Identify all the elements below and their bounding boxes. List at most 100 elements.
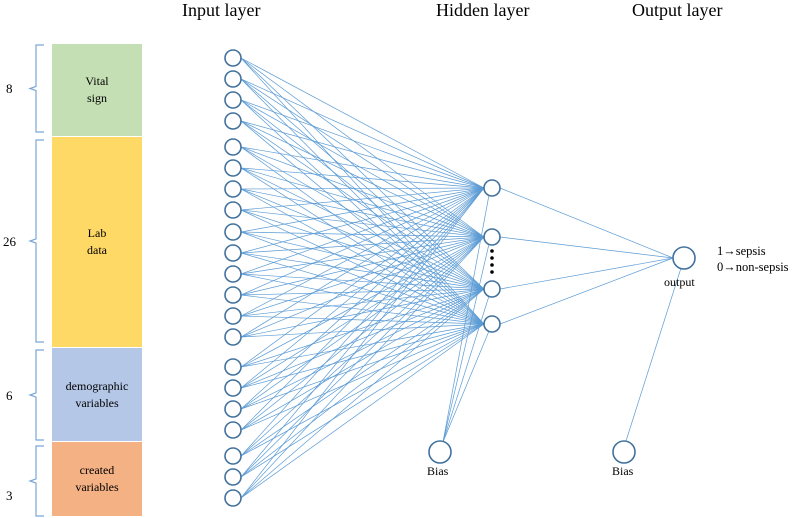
edge-input-hidden <box>240 99 485 189</box>
edge-input-hidden <box>240 187 485 317</box>
edge-input-hidden <box>240 236 485 275</box>
edge-bias-hidden <box>442 330 490 443</box>
input-node <box>224 421 242 439</box>
edge-input-hidden <box>240 288 485 431</box>
edge-input-hidden <box>240 187 485 233</box>
edge-input-hidden <box>240 120 485 325</box>
group-count-demographic: 6 <box>6 388 13 403</box>
edge-input-hidden <box>240 209 485 325</box>
group-box-demographic: demographic variables <box>52 348 142 441</box>
edge-input-hidden <box>240 188 485 290</box>
edge-input-hidden <box>240 288 485 368</box>
edge-input-hidden <box>240 288 485 338</box>
edge-input-hidden <box>240 78 485 290</box>
input-node <box>224 112 242 130</box>
edge-bias-hidden <box>442 194 490 443</box>
input-node <box>224 468 242 486</box>
edge-bias-hidden <box>442 243 490 443</box>
group-label-line2: variables <box>75 395 119 410</box>
group-label-line1: demographic <box>65 378 129 393</box>
hidden-bias-label: Bias <box>427 464 449 478</box>
edge-input-hidden <box>240 187 485 296</box>
group-label-line2: sign <box>86 91 107 105</box>
edge-input-hidden <box>240 288 485 478</box>
edge-input-hidden <box>240 188 485 325</box>
edge-input-hidden <box>240 323 485 368</box>
edge-input-hidden <box>240 187 485 499</box>
edge-input-hidden <box>240 236 485 457</box>
edge-input-hidden <box>240 323 485 410</box>
edge-input-hidden <box>240 187 485 190</box>
edge-input-hidden <box>240 236 485 431</box>
edge-input-hidden <box>240 236 485 499</box>
edge-input-hidden <box>240 273 485 290</box>
edge-input-hidden <box>240 323 485 478</box>
edge-input-hidden <box>240 236 485 389</box>
edge-input-hidden <box>240 146 485 325</box>
group-bracket <box>28 139 44 343</box>
hidden-node <box>483 315 501 333</box>
edge-input-hidden <box>240 99 485 238</box>
ellipsis-dot <box>490 249 494 253</box>
edge-input-hidden <box>240 120 485 189</box>
network-nodes <box>224 49 696 507</box>
group-label-line2: data <box>87 243 107 257</box>
edge-input-hidden <box>240 57 485 238</box>
group-label-line1: created <box>79 463 115 477</box>
edge-bias-hidden <box>442 295 490 443</box>
hidden-ellipsis <box>490 249 494 274</box>
hidden-node <box>483 228 501 246</box>
edge-hidden-output <box>499 187 674 259</box>
input-node <box>224 159 242 177</box>
edge-input-hidden <box>240 288 485 389</box>
edge-input-hidden <box>240 288 485 499</box>
edge-input-hidden <box>240 236 485 338</box>
connection-edges <box>240 57 682 499</box>
edge-input-hidden <box>240 288 485 457</box>
edge-input-hidden <box>240 99 485 290</box>
edge-input-hidden <box>240 323 485 389</box>
group-label-line1: Lab <box>87 226 107 240</box>
input-node <box>224 180 242 198</box>
output-bias-node <box>612 440 636 464</box>
edge-hidden-output <box>499 257 674 325</box>
input-node <box>224 328 242 346</box>
output-node <box>672 246 696 270</box>
group-label-line2: variables <box>75 480 119 494</box>
input-node <box>224 286 242 304</box>
input-node <box>224 70 242 88</box>
edge-input-hidden <box>240 78 485 189</box>
edge-hidden-output <box>499 257 674 290</box>
input-node <box>224 201 242 219</box>
hidden-layer-title: Hidden layer <box>436 0 530 20</box>
edge-input-hidden <box>240 187 485 389</box>
edge-input-hidden <box>240 209 485 290</box>
edge-input-hidden <box>240 167 485 189</box>
output-class-non-sepsis: 0→non-sepsis <box>717 260 789 274</box>
edge-input-hidden <box>240 146 485 189</box>
ellipsis-dot <box>490 256 494 260</box>
edge-input-hidden <box>240 236 485 368</box>
group-box-vital: Vital sign <box>52 44 142 136</box>
group-bracket <box>28 349 44 441</box>
input-node <box>224 447 242 465</box>
edge-input-hidden <box>240 231 485 290</box>
edge-input-hidden <box>240 57 485 189</box>
edge-input-hidden <box>240 273 485 325</box>
edge-input-hidden <box>240 323 485 457</box>
edge-input-hidden <box>240 288 485 410</box>
edge-input-hidden <box>240 167 485 238</box>
edge-bias-output <box>625 267 682 442</box>
output-node-label: output <box>664 275 695 289</box>
input-node <box>224 489 242 507</box>
output-layer-title: Output layer <box>632 0 723 20</box>
edge-input-hidden <box>240 78 485 238</box>
output-bias-label: Bias <box>612 464 634 478</box>
group-box-created: created variables <box>52 442 142 516</box>
group-box-lab: Lab data <box>52 137 142 347</box>
input-layer-title: Input layer <box>182 0 261 20</box>
edge-input-hidden <box>240 236 485 317</box>
ellipsis-dot <box>490 270 494 274</box>
input-node <box>224 138 242 156</box>
edge-input-hidden <box>240 294 485 325</box>
